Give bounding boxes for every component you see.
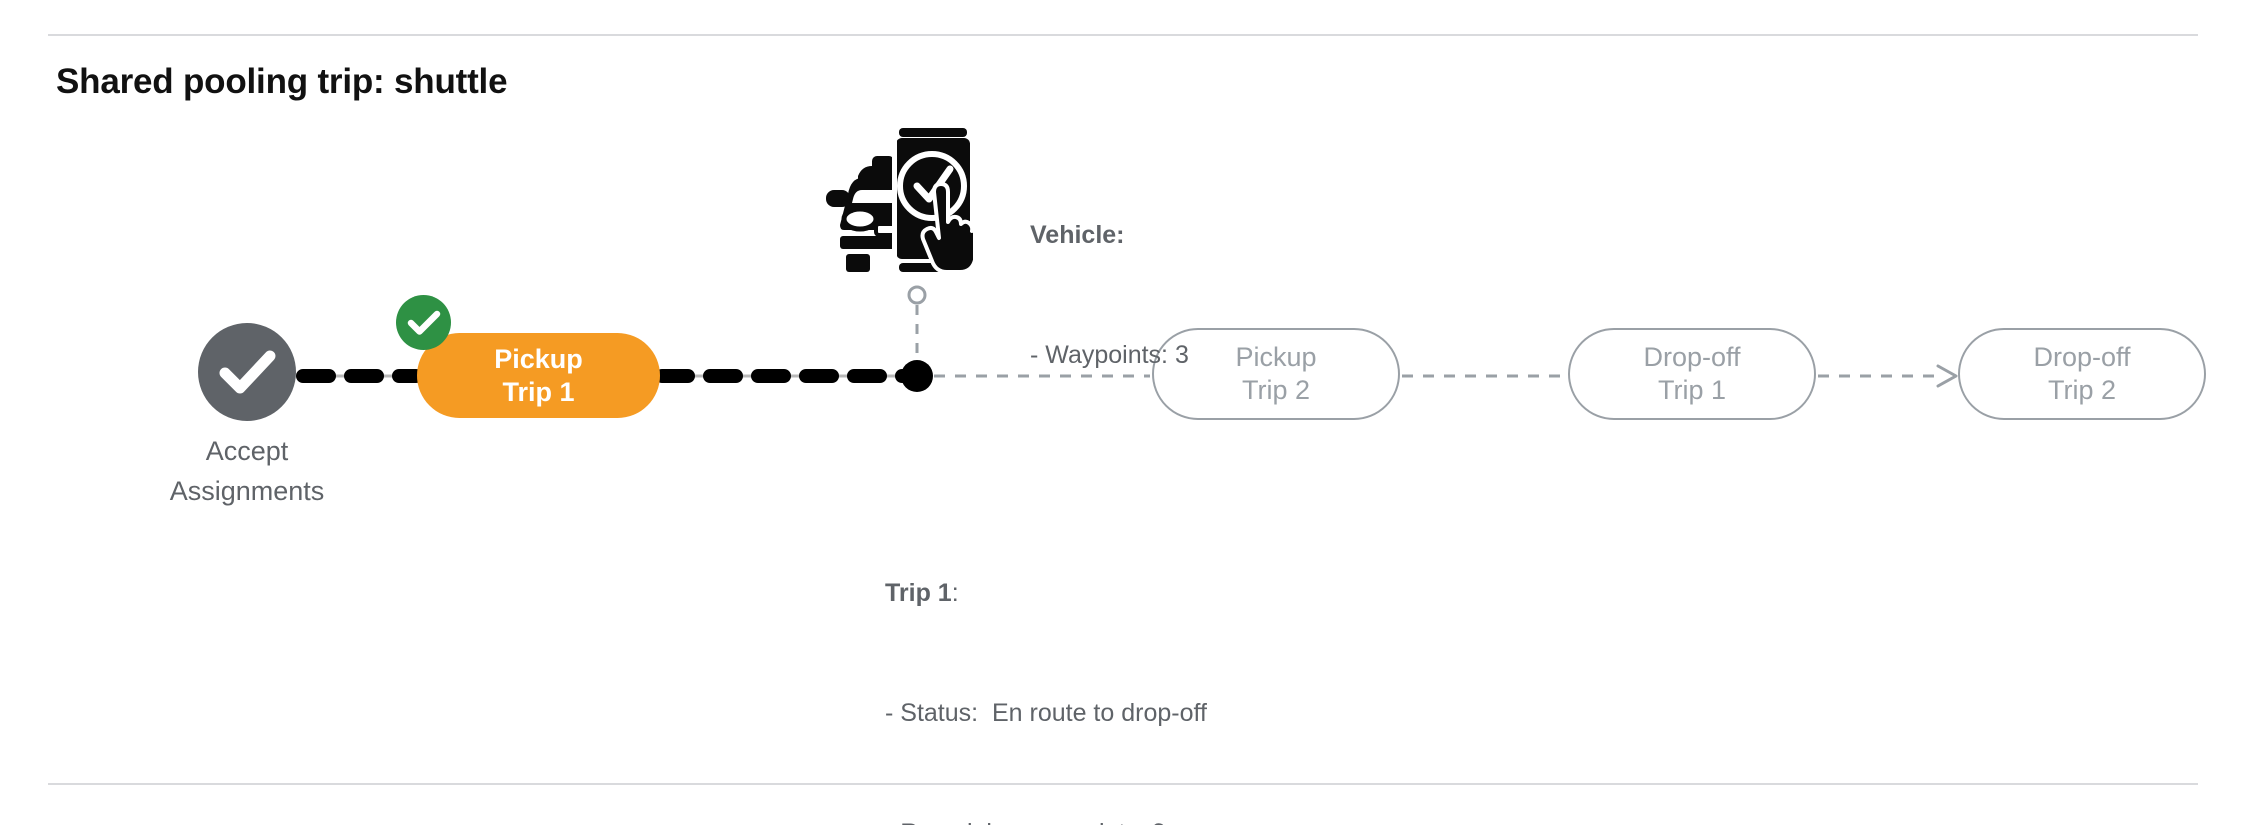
accept-assignments-circle [198, 323, 296, 421]
trip1-heading-colon: : [951, 579, 959, 607]
node-pickup-trip-2[interactable]: Pickup Trip 2 [1152, 328, 1400, 420]
trip1-status-row: - Status: En route to drop-off [885, 699, 1207, 727]
node-accept-assignments[interactable]: Accept Assignments [170, 323, 324, 506]
check-icon [219, 350, 276, 394]
vehicle-app-check-icon [818, 120, 982, 280]
vehicle-info-heading: Vehicle [1030, 221, 1117, 249]
accept-assignments-label: Accept Assignments [106, 431, 388, 511]
node-dropoff-trip-1[interactable]: Drop-off Trip 1 [1568, 328, 1816, 420]
page-title: Shared pooling trip: shuttle [56, 62, 508, 101]
pickup-trip-2-line-2: Trip 2 [1241, 375, 1310, 405]
dropoff-trip-2-line-1: Drop-off [2033, 342, 2131, 372]
node-dropoff-trip-2[interactable]: Drop-off Trip 2 [1958, 328, 2206, 420]
pickup-trip-2-line-1: Pickup [1235, 342, 1317, 372]
vehicle-info-heading-colon: : [1116, 221, 1125, 249]
vehicle-info-block: Vehicle: - Waypoints: 3 [1030, 135, 1189, 455]
pickup-trip-1-line-2: Trip 1 [502, 376, 575, 407]
vehicle-waypoints-row: - Waypoints: 3 [1030, 341, 1189, 369]
trip1-heading-row: Trip 1: [885, 573, 1207, 613]
node-pickup-trip-1[interactable]: Pickup Trip 1 [417, 333, 660, 418]
pickup-trip-1-line-1: Pickup [494, 343, 583, 374]
vehicle-position-dot [901, 360, 933, 392]
pickup-trip-1-complete-badge [396, 295, 451, 350]
accept-label-line-2: Assignments [169, 476, 325, 506]
vehicle-info-heading-row: Vehicle: [1030, 215, 1189, 255]
accept-label-line-1: Accept [205, 436, 289, 466]
connector-arrowhead [1936, 364, 1958, 388]
vehicle-leader-anchor [907, 285, 927, 305]
trip1-heading: Trip 1 [885, 579, 952, 607]
bottom-divider [48, 783, 2198, 785]
dropoff-trip-1-line-1: Drop-off [1643, 342, 1741, 372]
dropoff-trip-2-line-2: Trip 2 [2047, 375, 2116, 405]
trip1-waypoints-row: - Remaining waypoints: 2 [885, 813, 1207, 825]
top-divider [48, 34, 2198, 36]
check-badge-icon [407, 310, 441, 335]
dropoff-trip-1-line-2: Trip 1 [1657, 375, 1726, 405]
trips-info-block: Trip 1: - Status: En route to drop-off -… [885, 493, 1207, 825]
